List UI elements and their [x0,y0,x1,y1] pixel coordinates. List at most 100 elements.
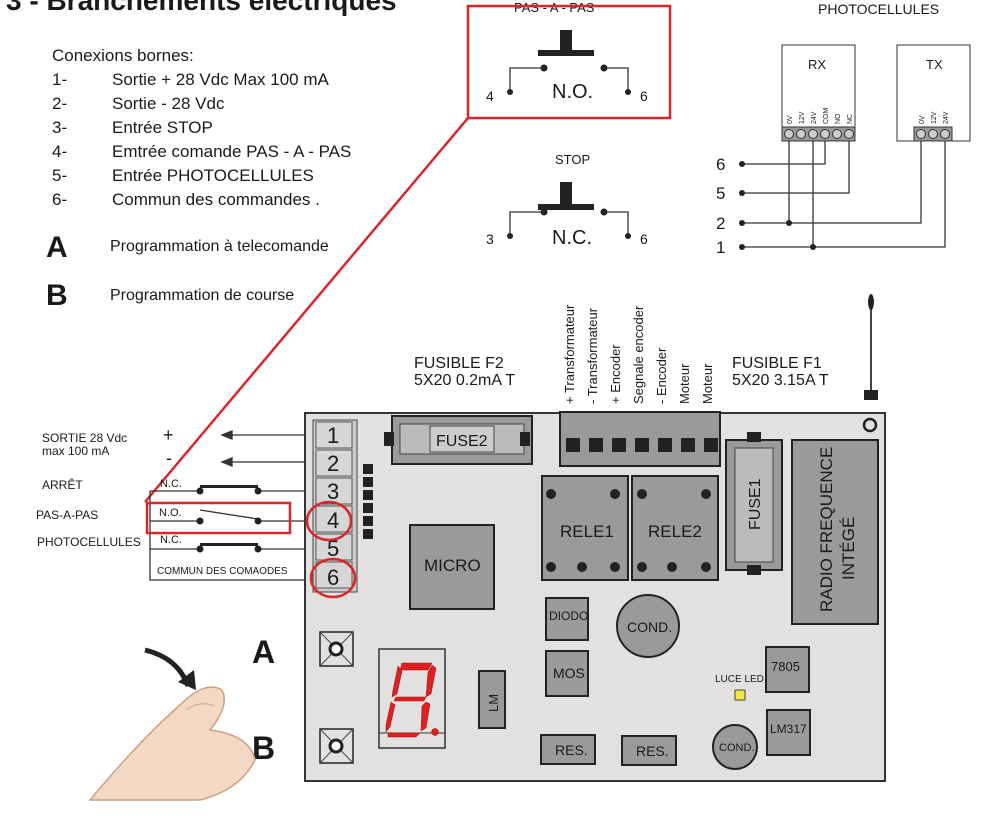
terminal-block: 1 2 3 4 5 6 [305,419,373,599]
list-item: Entrée PHOTOCELLULES [112,166,314,185]
connector-label: + Encoder [608,344,623,404]
fuse1-spec: 5X20 3.15A T [732,372,829,389]
plus-sign: + [163,425,174,445]
reg1-text: 7805 [771,659,800,674]
res-text: RES. [636,743,669,759]
mos-text: MOS [553,665,585,681]
terminal-label: 6 [640,231,648,247]
regulator-7805 [765,646,810,693]
rx-box [781,44,856,142]
fuse2: FUSE2 [384,415,533,465]
list-item: Sortie - 28 Vdc [112,94,225,113]
legend-key-b: B [46,279,68,312]
connector-label: Moteur [677,363,692,404]
motor-connector [559,411,721,467]
line-label: 5 [716,184,725,203]
terminal-label: 24V [943,111,950,124]
connector-label: Moteur [700,363,715,404]
connector-label: - Transformateur [585,307,600,404]
switch-type: N.O. [552,81,593,103]
antenna [862,294,878,433]
legend-text-b: Programmation de course [110,287,294,304]
nc-label: N.C. [160,534,182,546]
button-b-label: B [252,730,275,766]
terminal-label: 6 [640,88,648,104]
res-text: RES. [555,742,588,758]
radio-module: RADIO FREQUENCE INTÉGÉ [791,439,879,625]
photocellules-diagram: PHOTOCELLULES RX 0V 12V 24V COM NO NC TX… [716,1,971,257]
mos [545,650,589,697]
lm-text: LM [486,694,501,712]
pas-label: PAS-A-PAS [36,508,98,522]
list-item: Emtrée comande PAS - A - PAS [112,142,351,161]
rele2: RELE2 [631,475,719,581]
highlight-circle [309,557,357,599]
pas-a-pas-switch: PAS - A - PAS N.O. 4 6 [466,0,672,120]
commun-label: COMMUN DES COMAODES [157,566,288,577]
hand-press-icon [88,647,256,801]
connector-label: Segnale encoder [631,305,646,404]
connexions-list: Conexions bornes: 1- Sortie + 28 Vdc Max… [46,46,351,312]
fuse1-label: FUSIBLE F1 [732,355,822,372]
list-item: Entrée STOP [112,118,213,137]
list-item: Sortie + 28 Vdc Max 100 mA [112,70,330,89]
terminal-number: 4 [327,508,339,533]
programming-button-a[interactable] [319,631,354,667]
list-num: 4- [52,142,67,161]
terminal-label: NC [847,114,854,124]
fuse2-label: FUSIBLE F2 [414,355,504,372]
photo-label: PHOTOCELLULES [37,535,141,549]
highlight-box [145,501,292,535]
fuse1: FUSE1 [725,432,783,575]
pas-a-pas-title: PAS - A - PAS [514,0,595,15]
list-num: 6- [52,190,67,209]
micro-text: MICRO [424,556,481,575]
rele1-text: RELE1 [560,522,614,541]
resistor [540,734,596,765]
radio-text: INTÉGÉ [839,517,858,580]
terminal-label: 3 [486,231,494,247]
line-label: 1 [716,238,725,257]
wiring-labels: SORTIE 28 Vdc max 100 mA + - ARRÊT PAS-A… [36,425,288,577]
terminal-number: 5 [327,536,339,561]
led-indicator [734,689,746,701]
fuse2-spec: 5X20 0.2mA T [414,372,515,389]
arret-label: ARRÊT [42,477,83,492]
terminal-label: COM [823,108,830,125]
highlight-link [144,117,469,503]
terminal-label: 4 [486,88,494,104]
terminal-number: 6 [327,565,339,590]
line-label: 6 [716,155,725,174]
connector-label: + Transformateur [562,304,577,404]
terminal-label: 24V [811,111,818,124]
stop-switch: STOP N.C. 3 6 [486,152,648,249]
programming-button-b[interactable] [319,728,354,764]
sortie-label: max 100 mA [42,444,109,458]
highlight-circle [305,500,353,542]
terminal-label: 12V [931,111,938,124]
tx-box [896,44,971,142]
rx-label: RX [808,57,826,72]
terminal-number: 3 [327,479,339,504]
fuse1-text: FUSE1 [747,478,764,530]
no-label: N.O. [159,507,182,519]
button-a-label: A [252,634,275,670]
tx-label: TX [926,57,943,72]
page-title: 3 - Branchements électriques [6,0,397,16]
rele1: RELE1 [541,475,629,581]
connexions-heading: Conexions bornes: [52,46,194,65]
terminal-label: 0V [787,115,794,124]
highlight-box [466,4,672,120]
radio-text: RADIO FREQUENCE [817,447,836,612]
connector-label: - Encoder [654,347,669,404]
rele2-text: RELE2 [648,522,702,541]
cond-text: COND. [627,619,672,635]
stop-title: STOP [555,152,590,167]
diodo [545,597,589,641]
photocellules-title: PHOTOCELLULES [818,1,939,17]
cond-text: COND. [719,742,754,754]
seven-segment-display [378,648,446,749]
list-num: 2- [52,94,67,113]
legend-text-a: Programmation à telecomande [110,238,329,255]
